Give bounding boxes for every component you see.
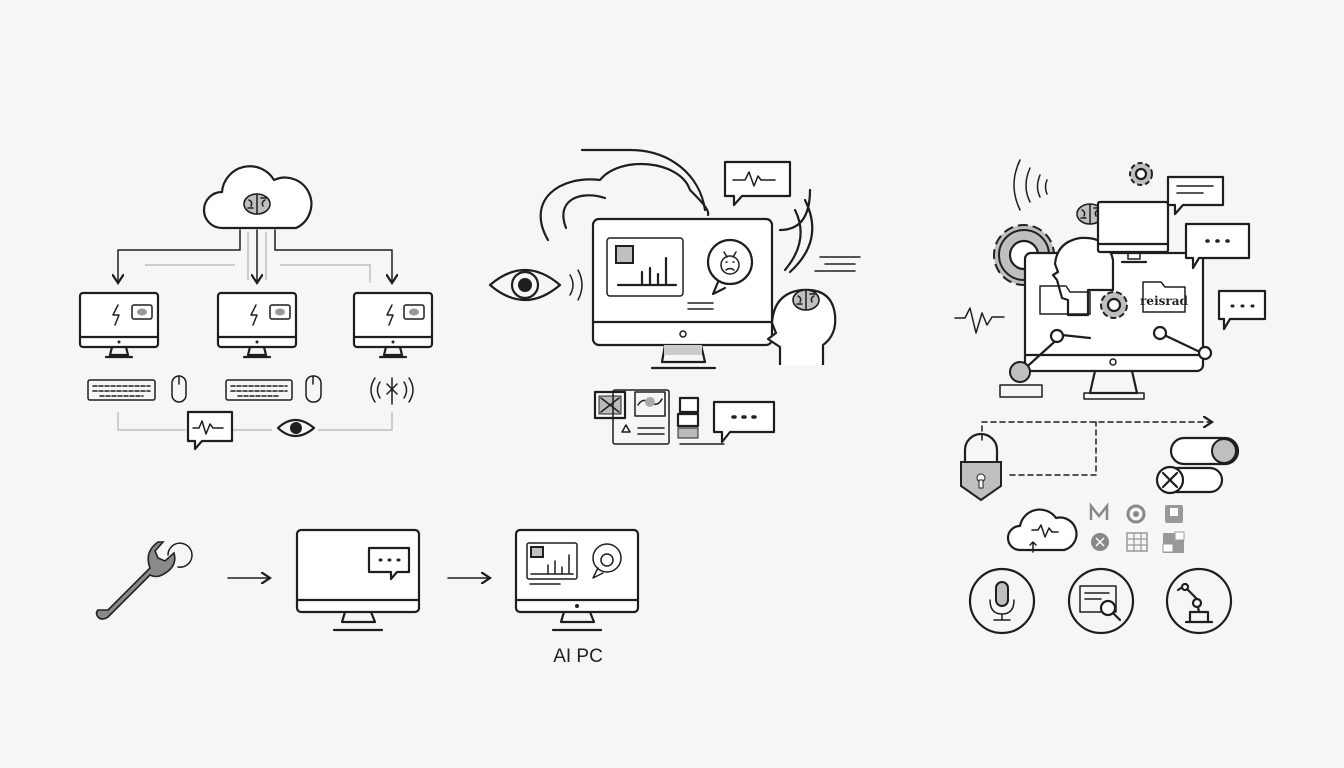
connector-lines — [117, 412, 393, 431]
toggle-switch-on[interactable] — [1169, 436, 1240, 466]
keyboard-icon — [87, 379, 293, 401]
voice-signal-icon — [370, 377, 414, 405]
folder-label: reisrad — [1140, 294, 1188, 308]
wrench-icon — [95, 541, 193, 620]
eye-icon — [276, 418, 316, 438]
distribution-arrows — [118, 229, 392, 283]
mouse-icon — [171, 375, 322, 403]
monitor-3 — [352, 291, 434, 359]
microphone-button[interactable] — [968, 567, 1036, 635]
lock-icon — [960, 432, 1002, 502]
robot-arm-button[interactable] — [1165, 567, 1233, 635]
document-search-button[interactable] — [1067, 567, 1135, 635]
ui-widgets — [593, 389, 776, 445]
app-icons-grid — [1089, 502, 1185, 553]
cloud-ai-hub — [202, 165, 313, 230]
cloud-sync-icon — [1006, 508, 1078, 553]
swirl-lines — [539, 148, 861, 274]
waveform-chat-icon — [186, 410, 234, 451]
security-flow — [960, 422, 1240, 502]
waveform-chat-bubble — [723, 160, 792, 207]
chat-monitor — [295, 528, 421, 632]
automation-workstation: reisrad — [954, 159, 1267, 400]
monitor-2 — [216, 291, 298, 359]
eye-vision-icon — [488, 268, 583, 302]
ai-pc-label: AI PC — [553, 646, 603, 667]
head-brain-icon — [766, 288, 837, 365]
toggle-switch-off[interactable] — [1155, 465, 1224, 495]
ai-pc-monitor — [514, 528, 640, 632]
monitor-1 — [78, 291, 160, 359]
central-monitor — [591, 217, 774, 370]
